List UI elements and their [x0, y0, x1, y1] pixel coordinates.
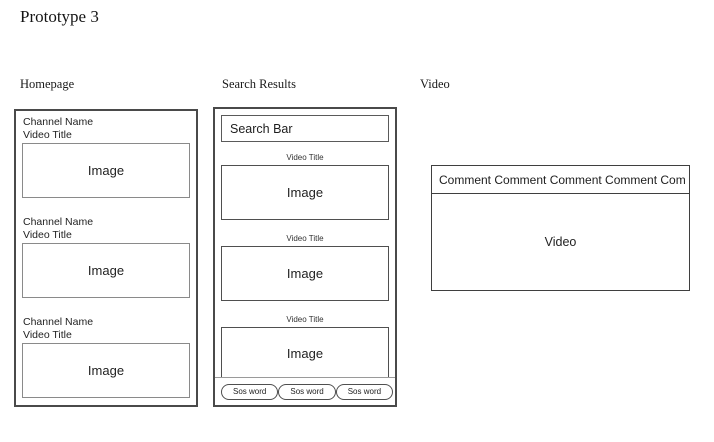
channel-name-label: Channel Name [23, 116, 94, 128]
section-label-video: Video [420, 77, 450, 91]
homepage-video-card: Channel Name Video Title Image [22, 316, 190, 398]
result-video-title-label: Video Title [286, 315, 324, 324]
search-result-item: Video Title Image [221, 315, 389, 379]
video-thumbnail-placeholder[interactable]: Image [22, 343, 190, 398]
section-label-search-results: Search Results [222, 77, 296, 91]
homepage-video-card: Channel Name Video Title Image [22, 216, 190, 298]
video-title-label: Video Title [23, 129, 72, 141]
comment-bar: Comment Comment Comment Comment Com [432, 166, 689, 194]
video-thumbnail-placeholder[interactable]: Image [22, 243, 190, 298]
channel-name-label: Channel Name [23, 216, 94, 228]
channel-name-label: Channel Name [23, 316, 94, 328]
result-thumbnail-placeholder[interactable]: Image [221, 165, 389, 220]
result-video-title-label: Video Title [286, 234, 324, 243]
page-title: Prototype 3 [20, 7, 99, 26]
result-thumbnail-placeholder[interactable]: Image [221, 327, 389, 379]
suggestion-pill-row: Sos word Sos word Sos word [215, 377, 395, 405]
video-page-panel: Comment Comment Comment Comment Com Vide… [431, 165, 690, 291]
search-result-item: Video Title Image [221, 234, 389, 301]
suggestion-pill[interactable]: Sos word [335, 383, 394, 400]
homepage-video-card: Channel Name Video Title Image [22, 116, 190, 198]
homepage-panel: Channel Name Video Title Image Channel N… [14, 109, 198, 407]
search-results-panel: Search Bar Video Title Image Video Title… [213, 107, 397, 407]
suggestion-pill[interactable]: Sos word [221, 383, 279, 400]
video-player-placeholder[interactable]: Video [544, 235, 577, 249]
result-thumbnail-placeholder[interactable]: Image [221, 246, 389, 301]
section-label-homepage: Homepage [20, 77, 75, 91]
search-result-item: Video Title Image [221, 153, 389, 220]
video-thumbnail-placeholder[interactable]: Image [22, 143, 190, 198]
video-title-label: Video Title [23, 229, 72, 241]
suggestion-pill[interactable]: Sos word [278, 383, 336, 400]
video-title-label: Video Title [23, 329, 72, 341]
search-bar-input[interactable]: Search Bar [221, 115, 389, 142]
result-video-title-label: Video Title [286, 153, 324, 162]
